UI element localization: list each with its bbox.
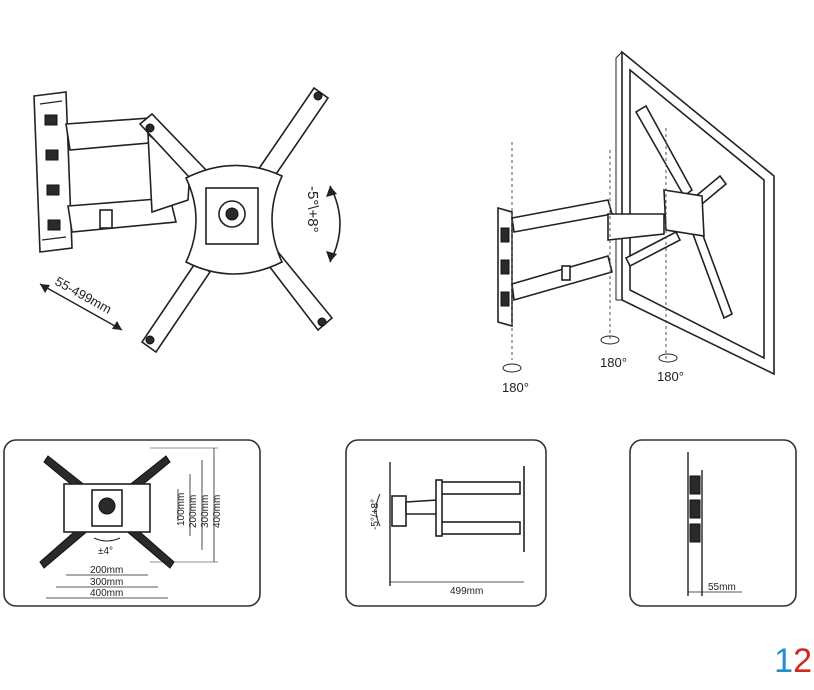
vesa-rotation-label: ±4° [98,546,113,557]
tilt-arrow [326,185,341,263]
vesa-dim-400h: 400mm [90,588,123,599]
main-mount-view: 55-499mm -5°\+8° [33,86,341,354]
profile-depth-label: 55mm [708,582,736,593]
extension-arms [65,117,191,233]
swivel-arms [511,199,665,302]
page-number-digit-1: 1 [774,642,794,680]
vesa-dim-200v: 200mm [188,495,199,528]
page-number: 12 [774,644,812,678]
swivel-view: 180° 180° 180° [497,50,775,395]
vesa-dim-200h: 200mm [90,565,123,576]
vesa-dim-300v: 300mm [200,495,211,528]
vesa-vertical-dimension-lines [150,447,218,563]
page-number-digit-2: 2 [793,642,812,680]
profile-bracket [689,475,701,543]
vesa-rotation-arc [93,537,121,542]
panel-profile-view: 55mm [629,439,797,607]
rotation-label-wall: 180° [502,380,529,395]
swivel-wall-plate [497,206,513,328]
wall-plate [33,91,73,253]
vesa-horizontal-dimension-lines [46,574,168,599]
extension-label: 55-499mm [53,274,115,317]
panel-vesa-dimensions: 100mm 200mm 300mm 400mm ±4° 200mm 300mm … [3,439,261,607]
side-extension-label: 499mm [450,586,483,597]
rotation-markers [502,335,678,373]
vesa-front-bracket [39,455,175,569]
extension-arrow [39,283,123,331]
side-tilt-label: -5°/+8° [370,499,381,530]
tilt-label: -5°\+8° [304,186,321,233]
panel-profile-frame [629,439,797,607]
tv-bracket [624,104,733,320]
side-arms [391,479,521,537]
rotation-label-elbow: 180° [600,355,627,370]
vesa-dim-100: 100mm [176,493,187,526]
rotation-label-tv: 180° [657,369,684,384]
vesa-dim-400v: 400mm [212,495,223,528]
vesa-dim-300h: 300mm [90,577,123,588]
side-tilt-arc [375,493,381,527]
panel-side-view: -5°/+8° 499mm [345,439,547,607]
vesa-bracket [138,86,334,354]
